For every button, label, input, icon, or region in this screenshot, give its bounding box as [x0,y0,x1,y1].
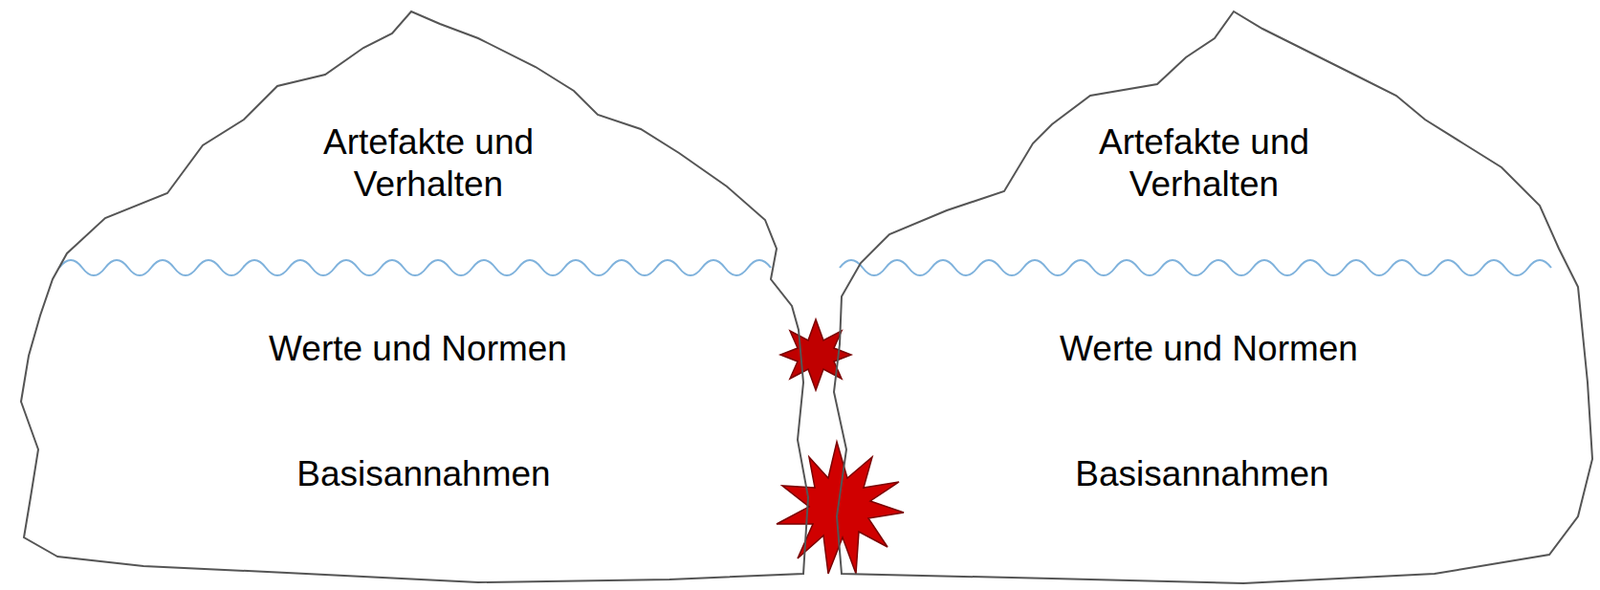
water-line [59,260,771,276]
layer-label: Basisannahmen [1001,453,1403,496]
layer-label: Werte und Normen [1008,328,1410,371]
iceberg-outline [0,0,823,590]
layer-label: Basisannahmen [222,453,625,496]
layer-label: Artefakte und Verhalten [1060,121,1348,207]
layer-label: Werte und Normen [217,328,619,371]
iceberg: Artefakte und VerhaltenWerte und NormenB… [803,0,1600,590]
water-line [839,260,1552,276]
iceberg-outline [803,0,1600,590]
iceberg-outline [21,11,809,583]
layer-label: Artefakte und Verhalten [284,121,572,207]
iceberg: Artefakte und VerhaltenWerte und NormenB… [0,0,823,590]
iceberg-outline [833,11,1593,584]
